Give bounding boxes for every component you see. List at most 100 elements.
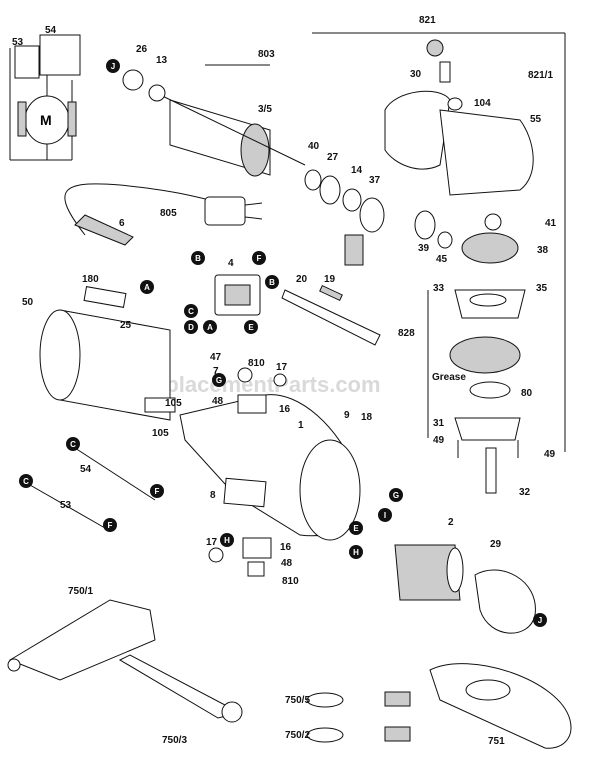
callout-f: F <box>150 484 164 498</box>
part-label: 25 <box>120 320 132 331</box>
part-label: 30 <box>410 69 422 80</box>
callout-j: J <box>106 59 120 73</box>
svg-text:B: B <box>195 254 201 263</box>
part-label: 47 <box>210 352 222 363</box>
part-label: 750/3 <box>162 735 187 746</box>
part-label: 80 <box>521 388 533 399</box>
part-label: 6 <box>119 218 125 229</box>
part-label: 49 <box>544 449 556 460</box>
callout-b: B <box>191 251 205 265</box>
loose-wires <box>29 447 156 529</box>
svg-text:F: F <box>155 487 160 496</box>
part-label: 16 <box>280 542 292 553</box>
callout-i: I <box>378 508 392 522</box>
part-label: 13 <box>156 55 168 66</box>
part-label: 38 <box>537 245 549 256</box>
svg-text:F: F <box>257 254 262 263</box>
part-label: 39 <box>418 243 430 254</box>
part-label: 1 <box>298 420 304 431</box>
flange-nuts <box>306 691 411 743</box>
field-coil <box>394 544 464 601</box>
part-label: 180 <box>82 274 99 285</box>
part-label: 53 <box>60 500 72 511</box>
part-label: 8 <box>210 490 216 501</box>
part-label: 50 <box>22 297 34 308</box>
part-label: 105 <box>152 428 169 439</box>
callout-h: H <box>349 545 363 559</box>
group-brackets <box>205 32 566 452</box>
svg-text:C: C <box>188 307 194 316</box>
power-cord <box>64 183 263 246</box>
part-label: 105 <box>165 398 182 409</box>
part-label: 805 <box>160 208 177 219</box>
callout-a: A <box>140 280 154 294</box>
callout-h: H <box>220 533 234 547</box>
svg-text:E: E <box>353 524 359 533</box>
callout-f: F <box>103 518 117 532</box>
svg-text:E: E <box>248 323 254 332</box>
part-label: 54 <box>80 464 92 475</box>
part-label: 16 <box>279 404 291 415</box>
svg-text:I: I <box>384 511 386 520</box>
part-label: 4 <box>228 258 234 269</box>
callout-c: C <box>19 474 33 488</box>
svg-text:A: A <box>144 283 150 292</box>
part-label: 19 <box>324 274 336 285</box>
svg-text:J: J <box>538 616 542 625</box>
spanner <box>118 654 243 723</box>
svg-text:F: F <box>108 521 113 530</box>
callout-b: B <box>265 275 279 289</box>
part-label: 53 <box>12 37 24 48</box>
callout-c: C <box>184 304 198 318</box>
part-label: Grease <box>432 372 466 383</box>
flange-stack <box>449 289 526 494</box>
part-label: 803 <box>258 49 275 60</box>
callout-f: F <box>252 251 266 265</box>
svg-text:C: C <box>23 477 29 486</box>
callout-e: E <box>244 320 258 334</box>
callout-a: A <box>203 320 217 334</box>
brush-holder-parts <box>208 367 287 577</box>
part-label: 35 <box>536 283 548 294</box>
armature <box>122 69 306 177</box>
part-label: 54 <box>45 25 57 36</box>
part-label: 40 <box>308 141 320 152</box>
svg-text:G: G <box>216 376 222 385</box>
callout-g: G <box>212 373 226 387</box>
part-label: 41 <box>545 218 557 229</box>
part-label: 810 <box>282 576 299 587</box>
part-label: 750/1 <box>68 586 93 597</box>
part-label: 9 <box>344 410 350 421</box>
bearings-group <box>304 169 385 266</box>
part-label: 750/5 <box>285 695 310 706</box>
part-label: 26 <box>136 44 148 55</box>
callout-j: J <box>533 613 547 627</box>
svg-text:H: H <box>224 536 230 545</box>
callout-c: C <box>66 437 80 451</box>
wheel-guard <box>429 663 572 749</box>
part-label: 821/1 <box>528 70 553 81</box>
part-label: 17 <box>276 362 288 373</box>
part-label: 821 <box>419 15 436 26</box>
part-label: 7 <box>213 366 219 377</box>
part-label: 750/2 <box>285 730 310 741</box>
part-label: 810 <box>248 358 265 369</box>
part-label: 104 <box>474 98 491 109</box>
part-label: 49 <box>433 435 445 446</box>
wiring-schematic: M <box>9 34 81 161</box>
switch-rod <box>281 284 381 346</box>
part-label: 751 <box>488 736 505 747</box>
part-label: 48 <box>281 558 293 569</box>
aux-handle <box>7 599 156 681</box>
switch-assembly <box>214 274 261 316</box>
part-label: 27 <box>327 152 339 163</box>
main-housing <box>179 394 361 541</box>
svg-text:A: A <box>207 323 213 332</box>
callout-g: G <box>389 488 403 502</box>
svg-text:C: C <box>70 440 76 449</box>
part-label: 20 <box>296 274 308 285</box>
motor-symbol: M <box>40 112 52 128</box>
callout-d: D <box>184 320 198 334</box>
